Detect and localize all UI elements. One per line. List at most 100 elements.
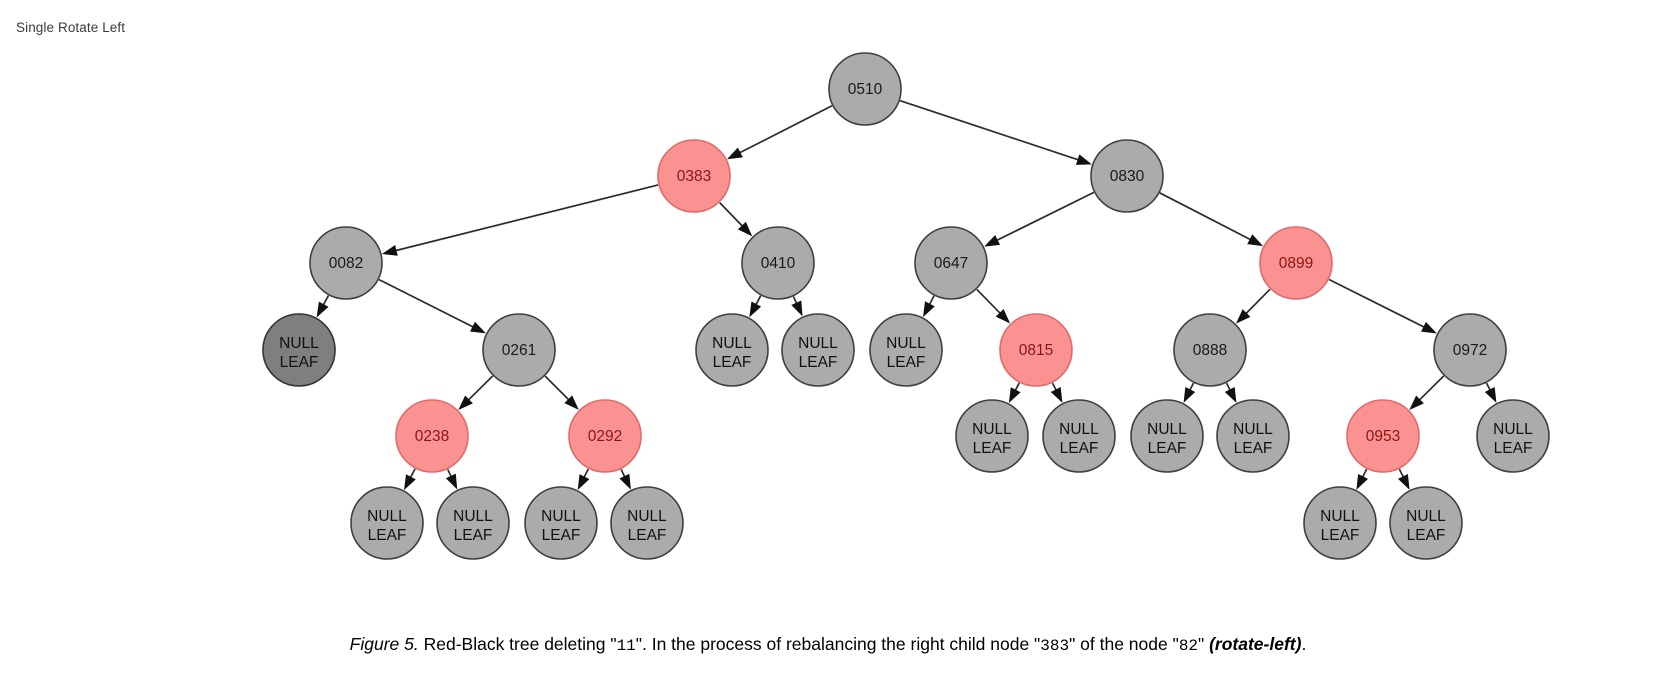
null-leaf-label-line2: LEAF [368, 527, 407, 544]
tree-node[interactable]: 0647 [914, 226, 988, 300]
null-leaf-label-line1: NULL [1147, 421, 1187, 438]
node-circle[interactable] [1216, 399, 1290, 473]
node-circle[interactable] [1042, 399, 1116, 473]
node-key-label: 0972 [1453, 342, 1487, 359]
edge-layer [316, 99, 1497, 491]
node-circle[interactable] [568, 399, 642, 473]
node-circle[interactable] [262, 313, 336, 387]
node-circle[interactable] [1173, 313, 1247, 387]
tree-node[interactable]: 0292 [568, 399, 642, 473]
node-circle[interactable] [524, 486, 598, 560]
null-leaf-label-line2: LEAF [1148, 440, 1187, 457]
node-key-label: 0261 [502, 342, 536, 359]
node-circle[interactable] [1389, 486, 1463, 560]
node-circle[interactable] [482, 313, 556, 387]
node-circle[interactable] [1303, 486, 1377, 560]
tree-node[interactable]: 0383 [657, 139, 731, 213]
node-key-label: 0953 [1366, 428, 1400, 445]
edge-arrow-icon [1236, 309, 1251, 324]
node-key-label: 0238 [415, 428, 449, 445]
node-circle[interactable] [350, 486, 424, 560]
tree-node[interactable]: 0953 [1346, 399, 1420, 473]
tree-node[interactable]: 0510 [828, 52, 902, 126]
tree-node-null-leaf[interactable]: NULL LEAF [262, 313, 336, 387]
null-leaf-label-line1: NULL [1493, 421, 1533, 438]
node-key-label: 0815 [1019, 342, 1053, 359]
edge-arrow-icon [1409, 395, 1424, 410]
node-circle[interactable] [1476, 399, 1550, 473]
null-leaf-label-line1: NULL [712, 335, 752, 352]
tree-node[interactable]: 0815 [999, 313, 1073, 387]
tree-node[interactable]: 0238 [395, 399, 469, 473]
node-circle[interactable] [955, 399, 1029, 473]
node-circle[interactable] [1259, 226, 1333, 300]
node-circle[interactable] [1433, 313, 1507, 387]
node-circle[interactable] [869, 313, 943, 387]
tree-edge [466, 375, 494, 403]
tree-node[interactable]: 0830 [1090, 139, 1164, 213]
node-circle[interactable] [999, 313, 1073, 387]
edge-arrow-icon [1421, 321, 1437, 334]
node-circle[interactable] [1090, 139, 1164, 213]
node-circle[interactable] [610, 486, 684, 560]
node-key-label: 0082 [329, 255, 363, 272]
null-leaf-label-line2: LEAF [1407, 527, 1446, 544]
caption-text-1: Red-Black tree deleting " [418, 634, 617, 654]
null-leaf-label-line2: LEAF [280, 354, 319, 371]
null-leaf-label-line1: NULL [798, 335, 838, 352]
node-circle[interactable] [695, 313, 769, 387]
node-circle[interactable] [1130, 399, 1204, 473]
tree-node[interactable]: 0410 [741, 226, 815, 300]
edge-arrow-icon [984, 235, 1001, 247]
tree-node-null-leaf[interactable]: NULL LEAF [1389, 486, 1463, 560]
edge-arrow-icon [1008, 387, 1021, 404]
tree-node[interactable]: 0899 [1259, 226, 1333, 300]
tree-edge [1328, 278, 1427, 329]
tree-node[interactable]: 0082 [309, 226, 383, 300]
node-circle[interactable] [914, 226, 988, 300]
node-key-label: 0830 [1110, 168, 1145, 185]
null-leaf-label-line2: LEAF [454, 527, 493, 544]
node-circle[interactable] [741, 226, 815, 300]
tree-edge [994, 191, 1095, 243]
edge-arrow-icon [403, 474, 416, 491]
edge-arrow-icon [619, 473, 631, 490]
node-circle[interactable] [828, 52, 902, 126]
tree-node[interactable]: 0888 [1173, 313, 1247, 387]
caption-operation: (rotate-left) [1209, 634, 1302, 654]
node-circle[interactable] [395, 399, 469, 473]
node-circle[interactable] [309, 226, 383, 300]
tree-node-null-leaf[interactable]: NULL LEAF [781, 313, 855, 387]
tree-node-null-leaf[interactable]: NULL LEAF [1130, 399, 1204, 473]
null-leaf-label-line2: LEAF [799, 354, 838, 371]
edge-arrow-icon [1247, 234, 1264, 247]
tree-node[interactable]: 0261 [482, 313, 556, 387]
node-circle[interactable] [657, 139, 731, 213]
node-circle[interactable] [781, 313, 855, 387]
null-leaf-label-line1: NULL [1406, 508, 1446, 525]
tree-edge [1159, 192, 1253, 242]
edge-arrow-icon [445, 473, 458, 490]
node-key-label: 0410 [761, 255, 796, 272]
tree-node[interactable]: 0972 [1433, 313, 1507, 387]
null-leaf-label-line1: NULL [1059, 421, 1099, 438]
node-circle[interactable] [436, 486, 510, 560]
node-key-label: 0292 [588, 428, 622, 445]
node-circle[interactable] [1346, 399, 1420, 473]
tree-edge [544, 375, 571, 402]
null-leaf-label-line1: NULL [279, 335, 319, 352]
